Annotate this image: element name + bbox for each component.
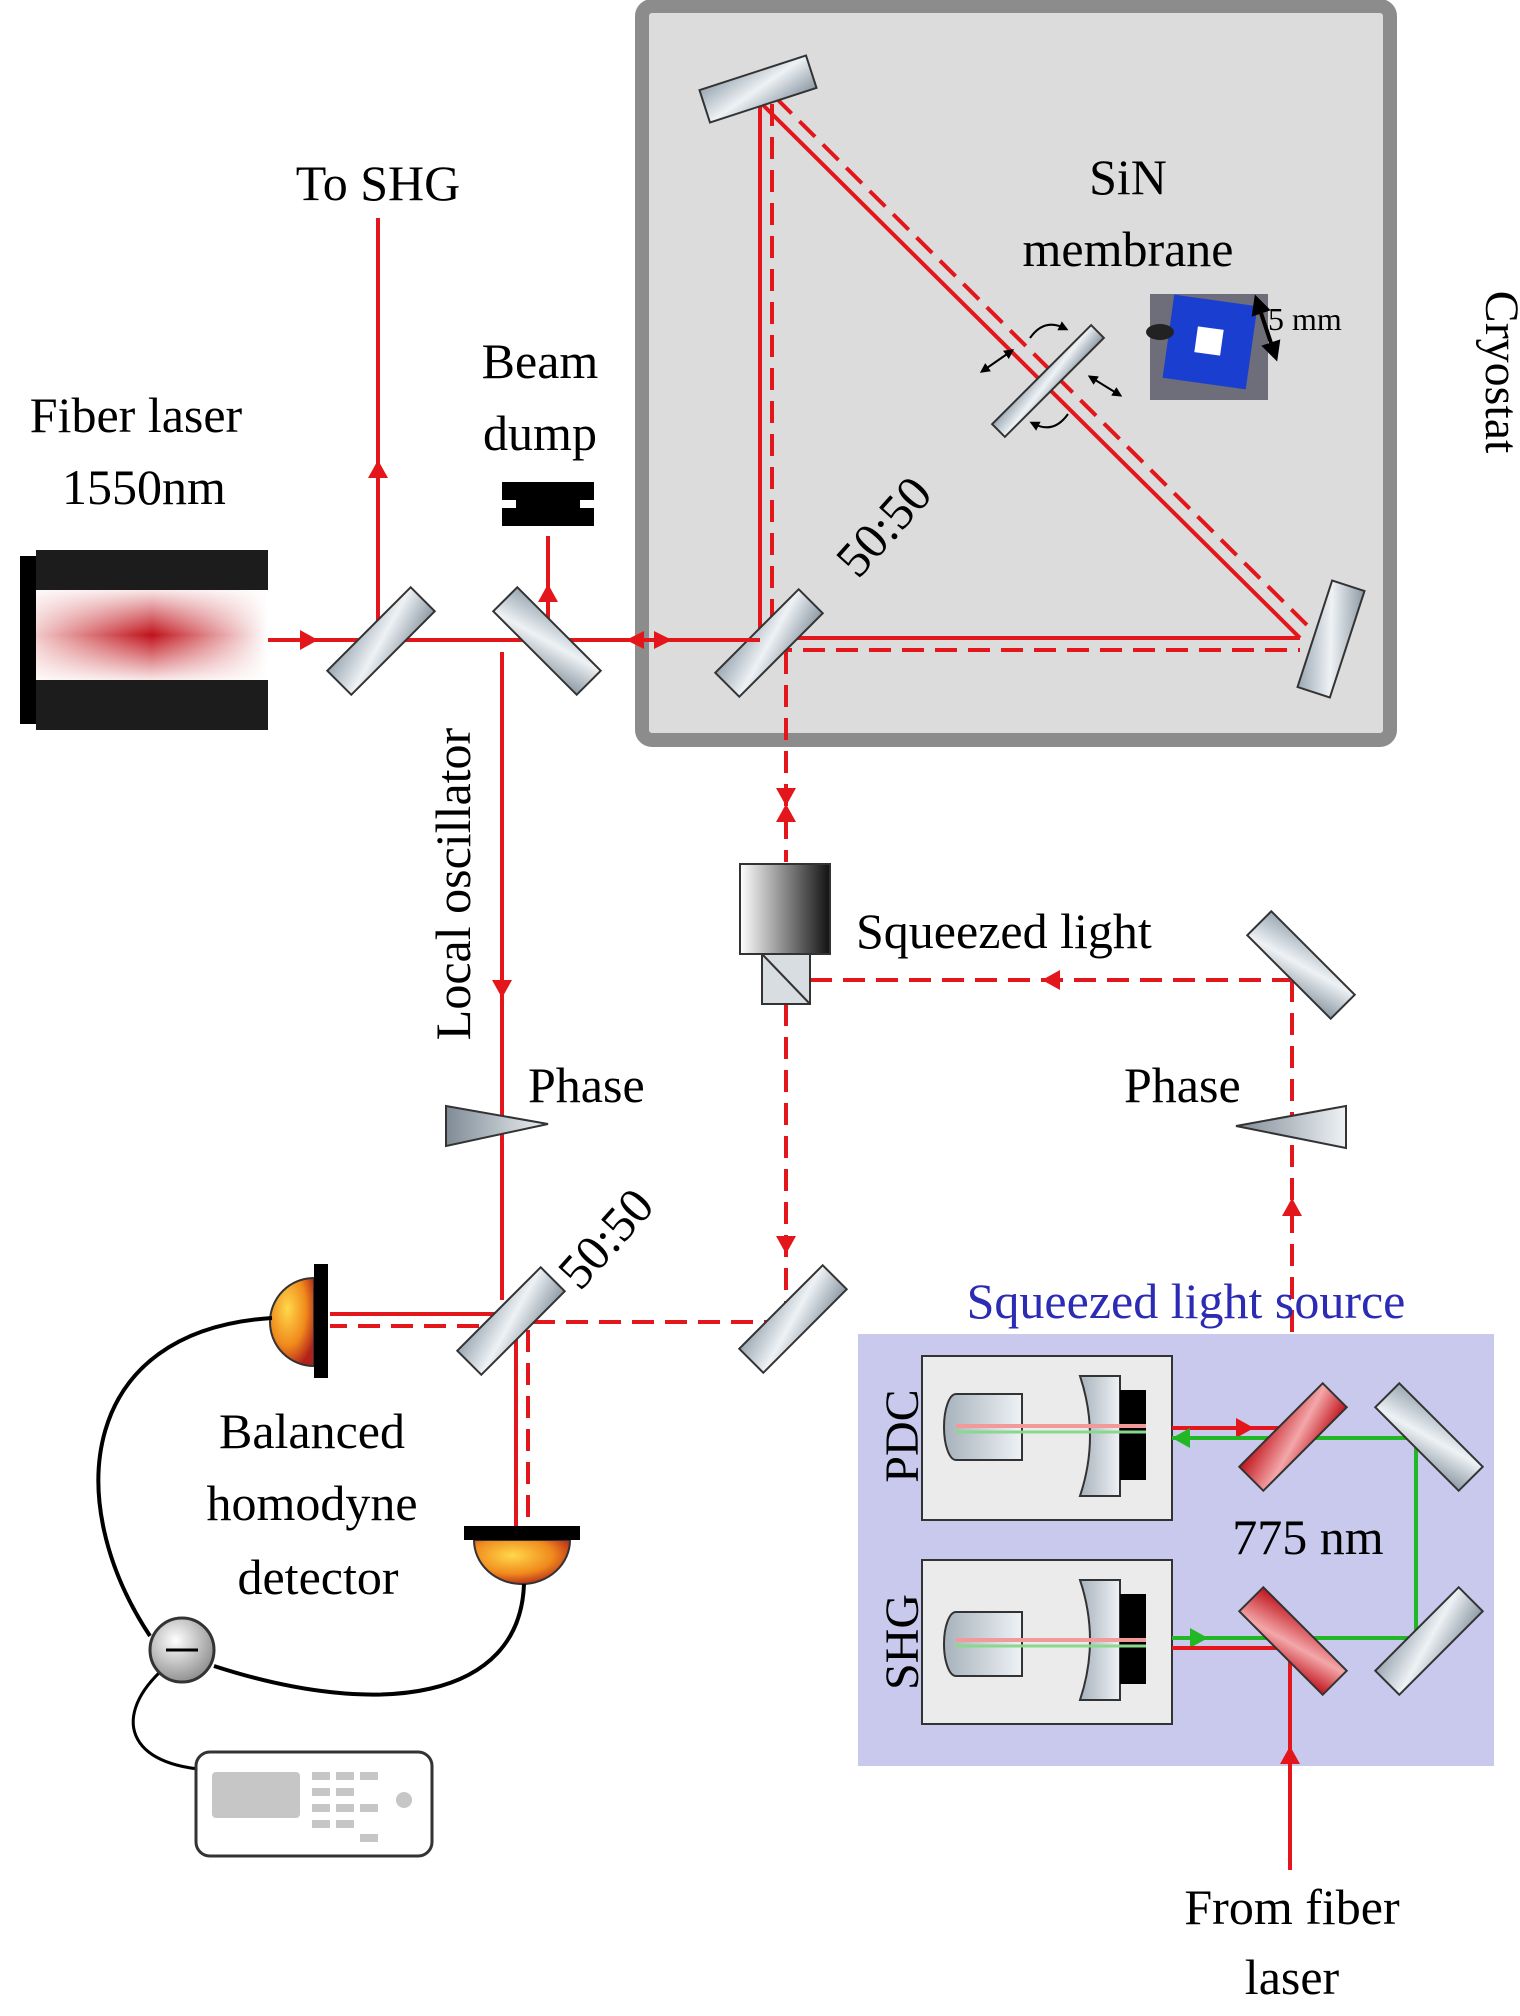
pdc-cavity bbox=[921, 1355, 1173, 1521]
homodyne-beams bbox=[330, 1312, 530, 1528]
squeezed-light-beams bbox=[512, 652, 1302, 1414]
cavity-mirror-right bbox=[1296, 579, 1366, 699]
shg-label: SHG bbox=[876, 1594, 929, 1690]
fiber-laser-label-2: 1550nm bbox=[62, 459, 226, 515]
from-fiber-laser-label-2: laser bbox=[1245, 1949, 1340, 2005]
squeezed-light-label: Squeezed light bbox=[856, 903, 1152, 959]
subtractor bbox=[148, 1616, 216, 1684]
local-oscillator-beam bbox=[492, 652, 512, 1300]
local-oscillator-label: Local oscillator bbox=[425, 727, 481, 1040]
pdc-label: PDC bbox=[876, 1389, 929, 1482]
beam-dump-label-1: Beam bbox=[482, 333, 599, 389]
beam-dump bbox=[502, 482, 594, 526]
shg-cavity bbox=[921, 1559, 1173, 1725]
beam-dump-label-2: dump bbox=[483, 405, 597, 461]
squeezed-mirror-top bbox=[1245, 909, 1357, 1021]
cavity-mirror-top bbox=[698, 54, 818, 124]
detector-wiring bbox=[96, 1316, 526, 1772]
balanced-detector-label-1: Balanced bbox=[219, 1403, 405, 1459]
sin-membrane-label-1: SiN bbox=[1089, 149, 1167, 205]
cryostat-label: Cryostat bbox=[1475, 291, 1520, 454]
spectrum-analyzer bbox=[194, 1750, 434, 1858]
balanced-detector-label-2: homodyne bbox=[206, 1475, 417, 1531]
phase-right-label: Phase bbox=[1124, 1057, 1241, 1113]
to-shg-label: To SHG bbox=[296, 155, 461, 211]
sin-membrane bbox=[979, 321, 1123, 439]
cryostat bbox=[635, 0, 1397, 747]
pickoff-mirror bbox=[325, 585, 437, 697]
photodetector-bottom bbox=[464, 1526, 580, 1585]
lo-beamsplitter bbox=[491, 585, 603, 697]
membrane-photo bbox=[1146, 294, 1281, 400]
phase-wedge-right bbox=[1235, 1104, 1347, 1150]
from-fiber-laser-label-1: From fiber bbox=[1184, 1879, 1400, 1935]
five-mm-label: 5 mm bbox=[1268, 301, 1342, 337]
phase-wedge-left bbox=[445, 1104, 549, 1148]
photodetector-left bbox=[269, 1264, 328, 1378]
cavity-beams bbox=[758, 96, 1314, 652]
pdc-dichroic-mirror bbox=[1237, 1381, 1349, 1493]
squeezed-source-title: Squeezed light source bbox=[967, 1273, 1406, 1329]
green-mirror-top bbox=[1373, 1381, 1485, 1493]
optical-isolator bbox=[739, 863, 831, 1005]
homodyne-beamsplitter bbox=[455, 1265, 567, 1377]
squeezed-mirror-bottom bbox=[737, 1263, 849, 1375]
wavelength-775-label: 775 nm bbox=[1232, 1509, 1384, 1565]
phase-left-label: Phase bbox=[528, 1057, 645, 1113]
fiber-laser-label-1: Fiber laser bbox=[30, 387, 243, 443]
shg-dichroic-mirror bbox=[1237, 1585, 1349, 1697]
sin-membrane-label-2: membrane bbox=[1022, 221, 1233, 277]
cavity-beamsplitter bbox=[713, 587, 825, 699]
bs-bottom-label: 50:50 bbox=[547, 1177, 665, 1299]
balanced-detector-label-3: detector bbox=[237, 1549, 398, 1605]
fiber-laser bbox=[20, 550, 268, 730]
green-mirror-bottom bbox=[1373, 1585, 1485, 1697]
